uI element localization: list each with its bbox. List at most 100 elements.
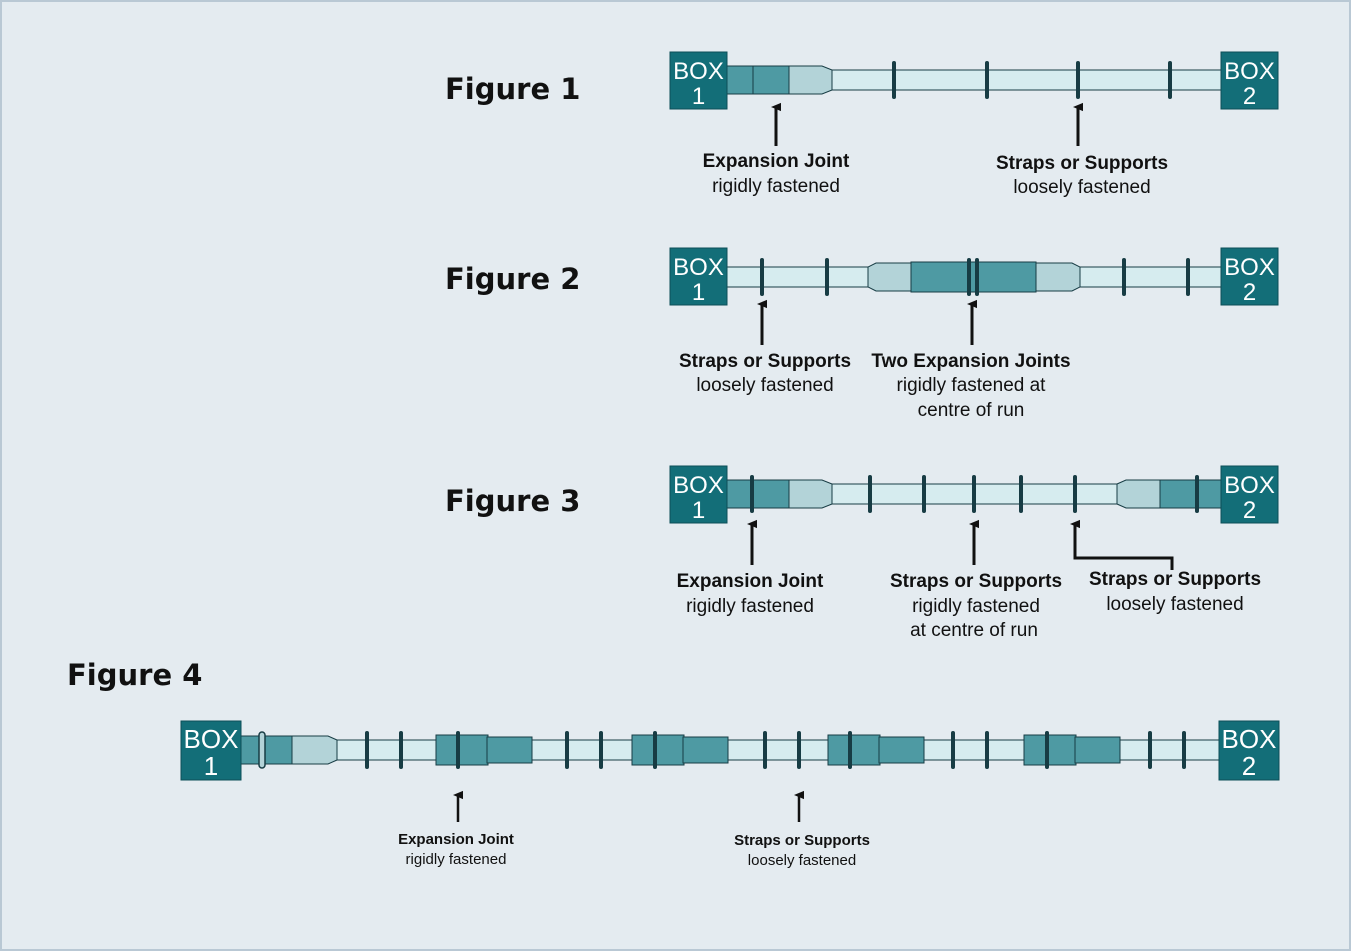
strap-mark bbox=[565, 731, 569, 769]
junction-box bbox=[669, 247, 728, 306]
box-right: BOX 2 bbox=[1220, 465, 1279, 524]
strap-mark bbox=[456, 731, 460, 769]
strap-mark bbox=[951, 731, 955, 769]
strap-mark bbox=[763, 731, 767, 769]
callout-title: Expansion Joint bbox=[398, 831, 514, 848]
callout-title: Straps or Supports bbox=[679, 351, 851, 372]
figure-1: BOX 1 BOX 2 Expansion Joint rigidly fast… bbox=[669, 51, 1279, 198]
callout-title: Straps or Supports bbox=[1089, 569, 1261, 590]
junction-box bbox=[1220, 465, 1279, 524]
box-number: 1 bbox=[204, 751, 218, 781]
strap-mark bbox=[985, 731, 989, 769]
expansion-joint-sleeve bbox=[682, 736, 729, 764]
strap-mark bbox=[825, 258, 829, 296]
strap-mark bbox=[797, 731, 801, 769]
box-left: BOX 1 bbox=[669, 465, 728, 524]
callout-text: at centre of run bbox=[910, 620, 1038, 641]
junction-box bbox=[1220, 51, 1279, 110]
strap-mark bbox=[985, 61, 989, 99]
box-number: 2 bbox=[1242, 751, 1256, 781]
junction-box bbox=[669, 51, 728, 110]
box-right: BOX 2 bbox=[1218, 720, 1280, 781]
figure-3-title: Figure 3 bbox=[445, 484, 580, 518]
coupling-taper bbox=[787, 479, 833, 509]
callout-text: rigidly fastened at bbox=[897, 375, 1047, 396]
figure-1-title: Figure 1 bbox=[445, 72, 580, 106]
strap-mark bbox=[750, 475, 754, 513]
joint-ring bbox=[258, 731, 266, 769]
box-label: BOX bbox=[1224, 254, 1275, 281]
box-number: 2 bbox=[1243, 497, 1256, 524]
figure-2: BOX 1 BOX 2 Straps or Supports loosely f… bbox=[669, 247, 1279, 421]
callout-text: centre of run bbox=[918, 400, 1025, 421]
strap-mark bbox=[653, 731, 657, 769]
expansion-joint-sleeve bbox=[486, 736, 533, 764]
strap-mark bbox=[922, 475, 926, 513]
expansion-joint-body bbox=[239, 735, 293, 765]
box-label: BOX bbox=[1222, 724, 1277, 754]
expansion-joint-body bbox=[827, 734, 881, 766]
callout-text: loosely fastened bbox=[1106, 594, 1243, 615]
expansion-joint-sleeve bbox=[1074, 736, 1121, 764]
expansion-joint-body bbox=[910, 261, 1037, 293]
coupling-taper bbox=[867, 262, 912, 292]
strap-mark bbox=[1122, 258, 1126, 296]
box-number: 1 bbox=[692, 497, 705, 524]
callout-text: rigidly fastened bbox=[912, 596, 1040, 617]
strap-marks bbox=[365, 731, 1186, 769]
box-label: BOX bbox=[673, 58, 724, 85]
box-number: 1 bbox=[692, 83, 705, 110]
callout-text: loosely fastened bbox=[696, 375, 833, 396]
callout-title: Two Expansion Joints bbox=[871, 351, 1070, 372]
expansion-joint-body bbox=[631, 734, 685, 766]
strap-marks bbox=[760, 258, 1190, 296]
strap-mark bbox=[1019, 475, 1023, 513]
box-label: BOX bbox=[1224, 472, 1275, 499]
expansion-joint-body bbox=[435, 734, 489, 766]
figure-3: BOX 1 BOX 2 Expansion Joint rigidly fast… bbox=[669, 465, 1279, 641]
box-number: 1 bbox=[692, 279, 705, 306]
strap-mark bbox=[972, 475, 976, 513]
strap-marks bbox=[892, 61, 1172, 99]
strap-mark bbox=[1186, 258, 1190, 296]
junction-box bbox=[180, 720, 242, 781]
callout-title: Straps or Supports bbox=[996, 153, 1168, 174]
box-label: BOX bbox=[184, 724, 239, 754]
callout-text: loosely fastened bbox=[748, 852, 856, 869]
box-left: BOX 1 bbox=[669, 51, 728, 110]
expansion-joint-body bbox=[725, 479, 790, 509]
box-right: BOX 2 bbox=[1220, 51, 1279, 110]
strap-mark bbox=[1045, 731, 1049, 769]
callout-title: Straps or Supports bbox=[890, 571, 1062, 592]
strap-mark bbox=[1168, 61, 1172, 99]
expansion-joint-body bbox=[725, 65, 754, 95]
callout-title: Straps or Supports bbox=[734, 832, 870, 849]
box-number: 2 bbox=[1243, 279, 1256, 306]
box-label: BOX bbox=[1224, 58, 1275, 85]
expansion-joint-body bbox=[1023, 734, 1077, 766]
figure-4: BOX 1 BOX 2 Expansion Joint rigidly fast… bbox=[180, 720, 1280, 869]
strap-mark bbox=[599, 731, 603, 769]
strap-mark bbox=[848, 731, 852, 769]
junction-box bbox=[1220, 247, 1279, 306]
strap-mark bbox=[1076, 61, 1080, 99]
strap-mark bbox=[365, 731, 369, 769]
box-left: BOX 1 bbox=[180, 720, 242, 781]
junction-box bbox=[1218, 720, 1280, 781]
callout-text: rigidly fastened bbox=[406, 851, 507, 868]
box-label: BOX bbox=[673, 254, 724, 281]
strap-mark bbox=[975, 258, 979, 296]
expansion-joint-body bbox=[1159, 479, 1223, 509]
junction-box bbox=[669, 465, 728, 524]
strap-marks bbox=[750, 475, 1199, 513]
figure-4-title: Figure 4 bbox=[67, 658, 202, 692]
figure-2-title: Figure 2 bbox=[445, 262, 580, 296]
box-number: 2 bbox=[1243, 83, 1256, 110]
box-right: BOX 2 bbox=[1220, 247, 1279, 306]
strap-mark bbox=[868, 475, 872, 513]
strap-mark bbox=[1195, 475, 1199, 513]
callout-text: rigidly fastened bbox=[712, 176, 840, 197]
strap-mark bbox=[967, 258, 971, 296]
